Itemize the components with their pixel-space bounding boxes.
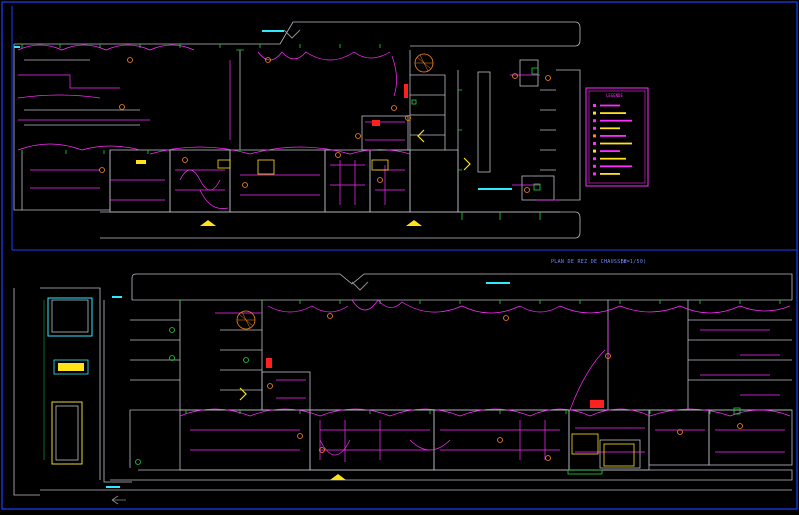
legend-symbol bbox=[593, 134, 596, 138]
legend-symbol bbox=[593, 104, 596, 107]
upper-accents bbox=[14, 29, 512, 226]
legend-text-line bbox=[600, 157, 626, 160]
legend-symbol bbox=[593, 119, 596, 123]
legend-panel bbox=[585, 87, 649, 187]
legend-symbol bbox=[593, 111, 596, 115]
legend-text-line bbox=[600, 135, 626, 137]
sheet-title: PLAN DE REZ DE CHAUSSEE bbox=[551, 259, 628, 265]
legend-symbol bbox=[593, 172, 596, 176]
legend-text-line bbox=[600, 119, 632, 122]
lower-floor-plan bbox=[13, 273, 793, 496]
sheet-scale: (e=1/50) bbox=[620, 259, 647, 265]
legend-text-line bbox=[600, 173, 620, 175]
legend-text-line bbox=[600, 150, 620, 152]
legend-text-line bbox=[600, 165, 632, 168]
upper-floor-plan bbox=[13, 21, 581, 239]
lower-wiring bbox=[179, 299, 791, 462]
legend-symbol bbox=[593, 164, 596, 168]
upper-outlet-symbols bbox=[99, 57, 551, 193]
legend-text-line bbox=[600, 127, 620, 130]
upper-wiring bbox=[17, 44, 560, 209]
lower-accents bbox=[47, 281, 635, 505]
legend-symbol bbox=[593, 157, 596, 161]
upper-green-fixtures bbox=[21, 44, 541, 220]
lower-outlet-symbols bbox=[267, 313, 743, 461]
legend-symbol bbox=[593, 142, 596, 145]
legend-text-line bbox=[600, 104, 620, 107]
legend-text-line bbox=[600, 112, 626, 114]
legend-symbol bbox=[593, 149, 596, 153]
lower-green-fixtures bbox=[43, 300, 781, 475]
legend-text-line bbox=[600, 142, 632, 145]
legend-symbol bbox=[593, 126, 596, 130]
legend-title: LEGENDE bbox=[606, 93, 623, 98]
